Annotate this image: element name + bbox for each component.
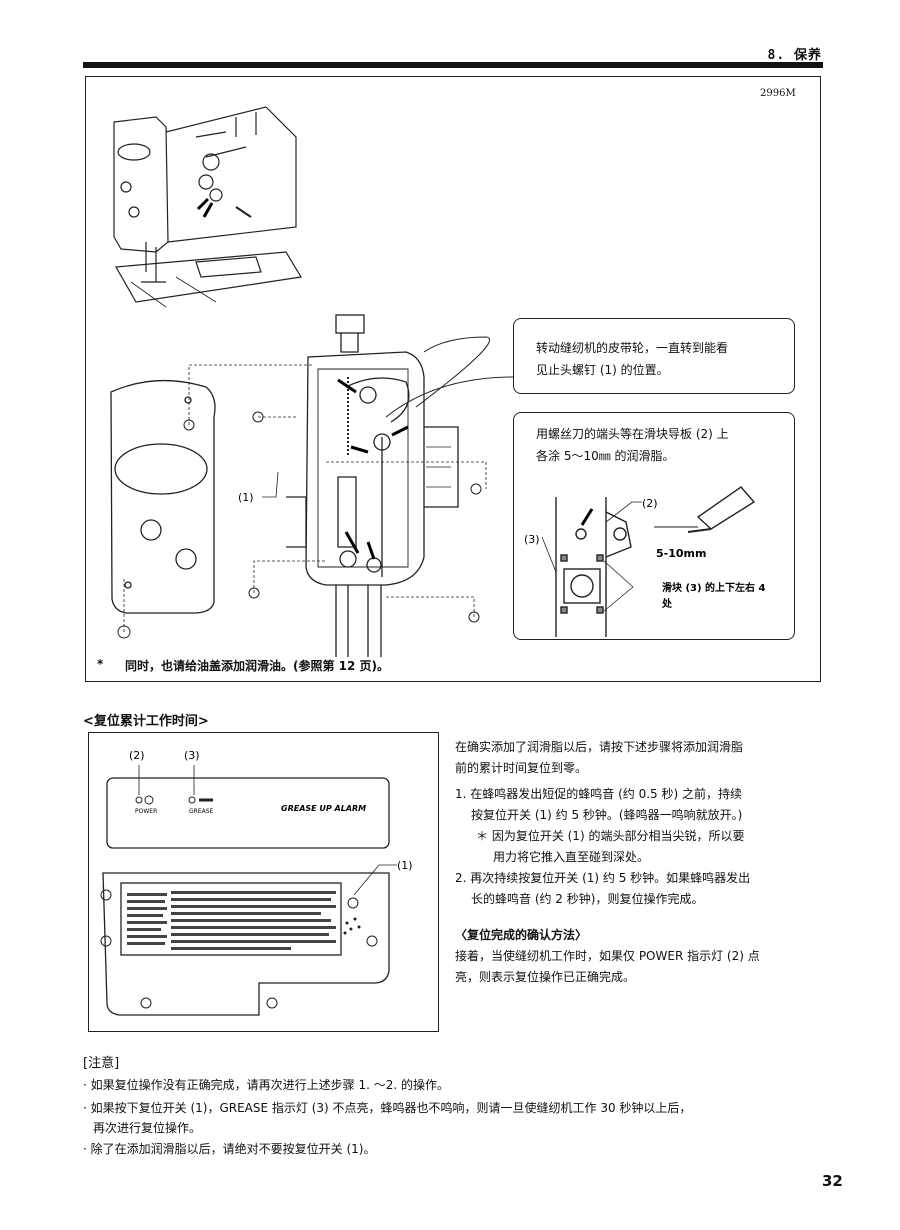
slider-note-line1: 滑块 (3) 的上下左右 4	[662, 581, 766, 594]
arrow-icon	[196, 197, 210, 211]
face-plate	[110, 379, 216, 614]
warning-label-text	[127, 891, 336, 950]
footnote-text: 同时，也请给油盖添加润滑油。(参照第 12 页)。	[125, 659, 390, 673]
reset-switch-icon	[347, 897, 359, 909]
panel-cover-top	[106, 777, 390, 849]
step-1-line-b: 按复位开关 (1) 约 5 秒钟。(蜂鸣器一鸣响就放开。)	[471, 808, 743, 822]
machine-illustration: (1) (2) (3) 5-10mm 滑块 (3) 的上下左右 4 处	[110, 106, 766, 657]
callout-1-line1: 转动缝纫机的皮带轮，一直转到能看	[536, 341, 729, 355]
panel-cover-bottom	[102, 872, 390, 1016]
callout-2-line1: 用螺丝刀的端头等在滑块导板 (2) 上	[536, 427, 729, 441]
header-rule	[83, 62, 823, 68]
power-symbol-icon	[144, 795, 154, 805]
grease-lamp-icon	[188, 796, 196, 804]
step-1-note-b: 用力将它推入直至碰到深处。	[493, 850, 650, 864]
buzzer-holes-icon	[343, 917, 361, 935]
slider-detail	[555, 486, 756, 637]
callout-2-line2: 各涂 5～10㎜ 的润滑脂。	[536, 449, 675, 463]
intro-line-2: 前的累计时间复位到零。	[455, 761, 588, 775]
notes-title: [注意]	[83, 1056, 120, 1071]
arrow-icon	[580, 508, 594, 526]
step-2-line-a: 2. 再次持续按复位开关 (1) 约 5 秒钟。如果蜂鸣器发出	[455, 871, 751, 885]
note-3: · 除了在添加润滑脂以后，请绝对不要按复位开关 (1)。	[83, 1142, 376, 1156]
confirm-title: 〈复位完成的确认方法〉	[455, 928, 588, 942]
figure-code: 2996M	[760, 88, 796, 99]
panel-label-3: (3)	[184, 749, 200, 762]
panel-power-label: POWER	[135, 808, 157, 815]
panel-label-2: (2)	[129, 749, 145, 762]
confirm-line-1: 接着，当使缝纫机工作时，如果仅 POWER 指示灯 (2) 点	[455, 949, 760, 963]
label-1: (1)	[238, 491, 254, 504]
callout-1-line2: 见止头螺钉 (1) 的位置。	[536, 363, 669, 377]
panel-label-1: (1)	[397, 859, 413, 872]
step-2-line-b: 长的蜂鸣音 (约 2 秒钟)，则复位操作完成。	[471, 892, 704, 906]
slider-note-line2: 处	[661, 597, 673, 610]
machine-head-sketch	[113, 106, 302, 308]
dimension-label: 5-10mm	[656, 547, 706, 560]
step-1-note-a: ＊ 因为复位开关 (1) 的端头部分相当尖锐，所以要	[476, 829, 745, 843]
note-2-line-a: · 如果按下复位开关 (1)，GREASE 指示灯 (3) 不点亮，蜂鸣器也不鸣…	[83, 1101, 692, 1115]
panel-alarm-label: GREASE UP ALARM	[281, 804, 366, 813]
label-2: (2)	[642, 497, 658, 510]
arrow-icon	[202, 202, 214, 218]
confirm-line-2: 亮，则表示复位操作已正确完成。	[455, 970, 636, 984]
arrow-icon	[337, 378, 409, 560]
power-lamp-icon	[135, 796, 143, 804]
screw-icon	[100, 889, 378, 1009]
panel-figure-frame	[88, 732, 439, 1032]
top-figure-frame	[85, 76, 821, 682]
header-section-title: 8. 保养	[767, 48, 822, 63]
section-heading: <复位累计工作时间>	[83, 714, 209, 729]
footnote-mark: *	[97, 657, 104, 671]
page-number: 32	[822, 1172, 843, 1190]
panel-grease-label: GREASE	[189, 808, 214, 815]
control-panel-illustration: (2) (3) (1) POWER GREASE GREASE UP ALARM	[100, 749, 413, 1016]
screw-icon	[117, 411, 482, 639]
callout-apply-grease: 用螺丝刀的端头等在滑块导板 (2) 上 各涂 5～10㎜ 的润滑脂。	[513, 412, 795, 640]
callout-rotate-pulley: 转动缝纫机的皮带轮，一直转到能看 见止头螺钉 (1) 的位置。	[513, 318, 795, 394]
note-1: · 如果复位操作没有正确完成，请再次进行上述步骤 1. ～2. 的操作。	[83, 1078, 449, 1092]
machine-mechanism	[286, 314, 491, 657]
step-1-line-a: 1. 在蜂鸣器发出短促的蜂鸣音 (约 0.5 秒) 之前，持续	[455, 787, 742, 801]
intro-line-1: 在确实添加了润滑脂以后，请按下述步骤将添加润滑脂	[455, 740, 744, 754]
label-3: (3)	[524, 533, 540, 546]
note-2-line-b: 再次进行复位操作。	[93, 1121, 202, 1135]
